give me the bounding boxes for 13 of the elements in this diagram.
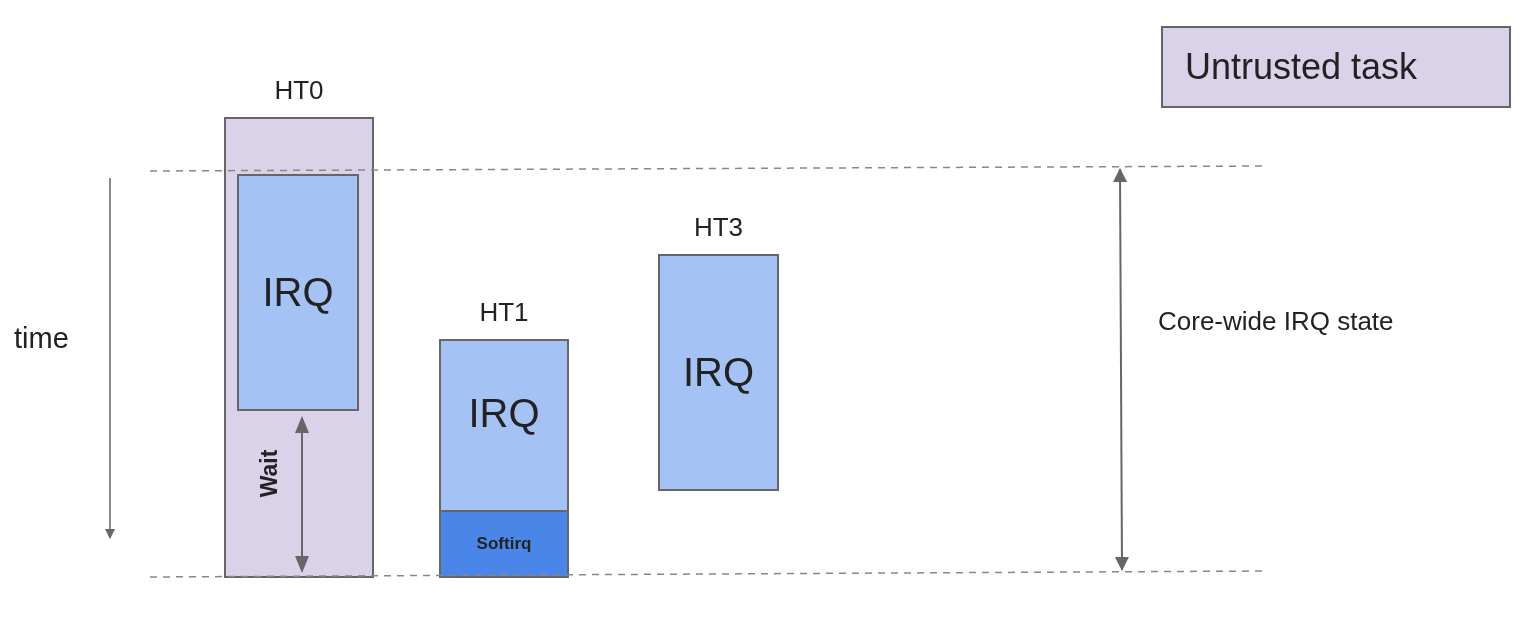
- axis-label: Core-wide IRQ state: [1158, 306, 1394, 337]
- block-label: IRQ: [682, 350, 755, 395]
- legend-text: Untrusted task: [1185, 46, 1418, 88]
- block-label: IRQ: [262, 270, 334, 315]
- axis-label: time: [14, 322, 69, 355]
- irq-bar: [237, 174, 359, 411]
- thread-label: HT0: [273, 75, 325, 106]
- block-label: IRQ: [468, 391, 540, 436]
- thread-label: HT3: [692, 212, 745, 243]
- irq-bar: [439, 510, 569, 578]
- block-label: Softirq: [476, 534, 532, 554]
- dimension-label: Wait: [256, 449, 284, 498]
- thread-label: HT1: [478, 297, 530, 328]
